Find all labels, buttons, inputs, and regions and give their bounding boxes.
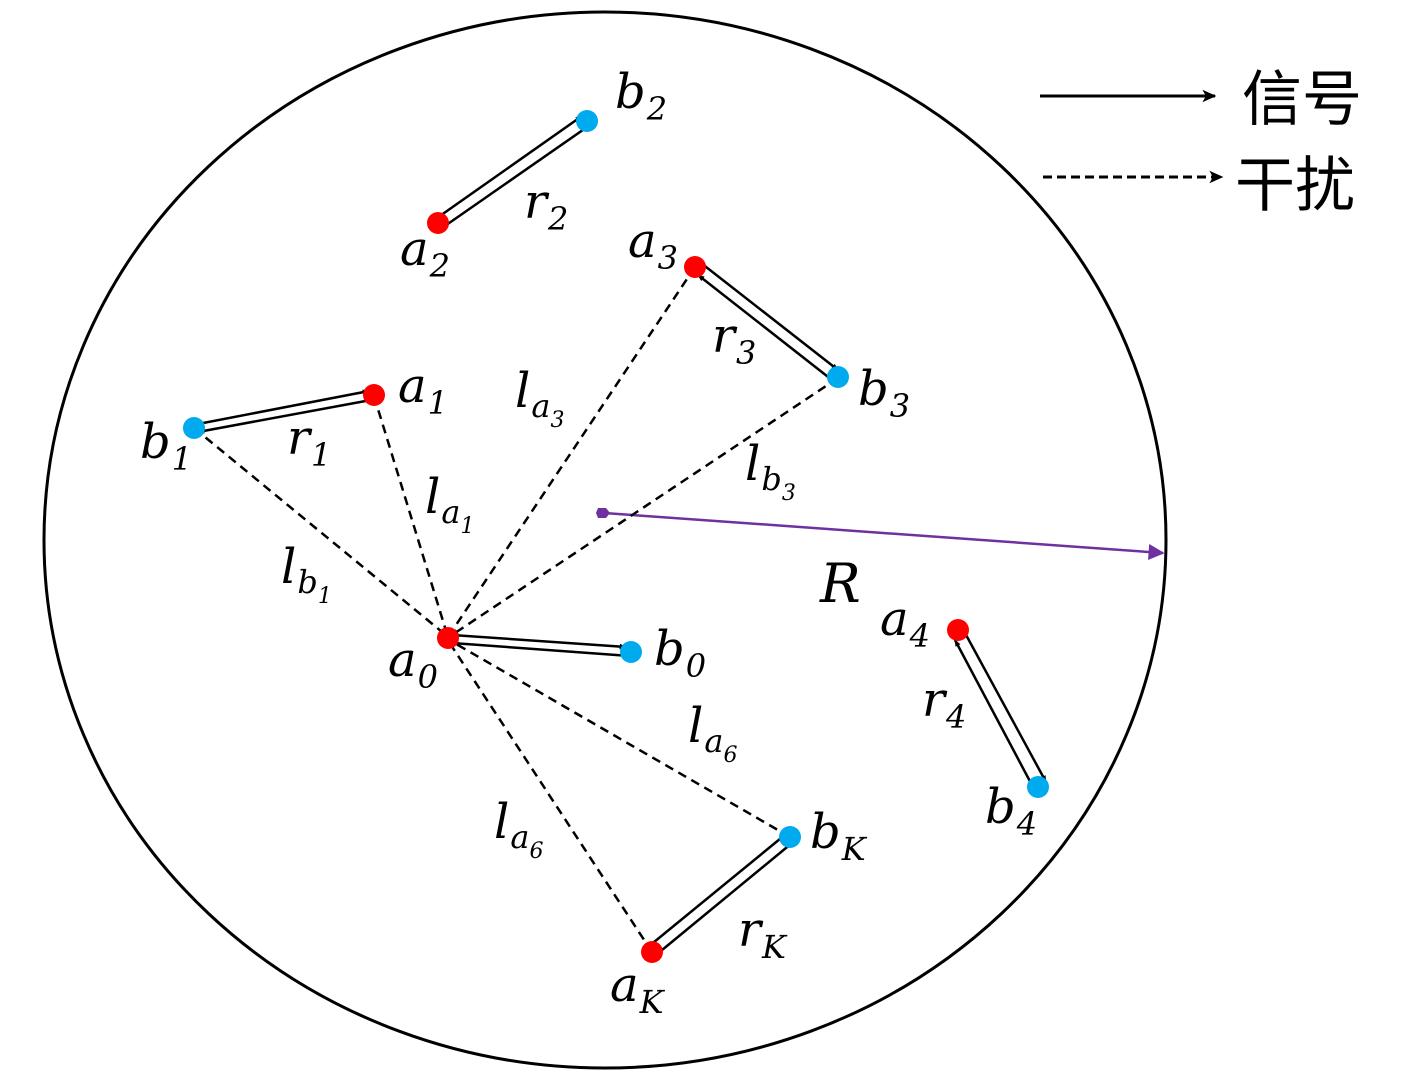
- node-a4: [947, 619, 969, 641]
- label-b4: b4: [985, 779, 1037, 843]
- interference-b1-a0: [193, 427, 448, 637]
- label-b3: b3: [858, 361, 910, 425]
- node-b4: [1027, 776, 1049, 798]
- label-r2: r2: [524, 174, 568, 238]
- label-bK: bK: [810, 804, 868, 868]
- label-a1: a1: [398, 358, 448, 422]
- label-a0: a0: [388, 632, 438, 696]
- signal-a0-b0-lower: [451, 640, 631, 658]
- radius-line: [603, 511, 1165, 560]
- node-a3: [684, 256, 706, 278]
- label-r3: r3: [712, 308, 756, 372]
- label-l-a1: la1: [425, 469, 474, 539]
- node-aK: [641, 941, 663, 963]
- interference-bK-a0: [450, 639, 791, 839]
- interference-links: [193, 266, 839, 953]
- label-l-a6-upper: la6: [688, 698, 737, 768]
- signal-a4-b4-upper: [963, 632, 1048, 783]
- distance-labels: r1 r2 r3 r4 rK la1 lb1 la3 lb3 la6 la6 R: [281, 174, 966, 966]
- signal-a2-b2-upper: [436, 114, 583, 220]
- signal-aK-bK-lower: [655, 842, 793, 956]
- label-l-b1: lb1: [281, 539, 332, 609]
- signal-a0-b0-upper: [451, 633, 627, 650]
- node-b1: [183, 417, 205, 439]
- center-point: [596, 508, 610, 518]
- node-b2: [576, 110, 598, 132]
- label-a3: a3: [628, 213, 678, 277]
- legend-signal-label: 信号: [1242, 65, 1362, 135]
- signal-b1-a1-lower: [197, 398, 372, 434]
- node-b0: [620, 641, 642, 663]
- legend: 信号 干扰: [1040, 65, 1362, 221]
- signal-a2-b2-lower: [441, 123, 591, 230]
- label-l-a3: la3: [515, 363, 564, 433]
- label-l-b3: lb3: [745, 436, 796, 506]
- node-labels: a0 b0 a1 b1 a2 b2 a3 b3 a4 b4 aK bK: [140, 64, 1037, 1021]
- signal-links: [197, 114, 1048, 956]
- radius-arrow: [596, 508, 1165, 560]
- label-b0: b0: [654, 621, 706, 685]
- signal-aK-bK-upper: [647, 833, 787, 948]
- label-aK: aK: [610, 957, 666, 1021]
- node-a2: [427, 212, 449, 234]
- node-b3: [827, 366, 849, 388]
- label-l-a6-lower: la6: [494, 794, 543, 864]
- nodes: [183, 110, 1049, 963]
- label-radius: R: [819, 552, 861, 615]
- label-rK: rK: [738, 902, 788, 966]
- signal-a3-b3-lower: [697, 274, 833, 381]
- label-a4: a4: [880, 591, 930, 655]
- interference-b3-a0: [451, 376, 839, 637]
- signal-a4-b4-lower: [953, 639, 1035, 788]
- node-a1: [363, 384, 385, 406]
- interference-a1-a0: [372, 395, 449, 635]
- node-a0: [437, 627, 459, 649]
- signal-b1-a1-upper: [197, 389, 370, 426]
- node-bK: [779, 826, 801, 848]
- label-b2: b2: [615, 64, 667, 128]
- signal-a3-b3-upper: [700, 262, 839, 371]
- label-b1: b1: [140, 414, 192, 478]
- interference-aK-a0: [447, 641, 654, 953]
- label-a2: a2: [400, 221, 450, 285]
- label-r4: r4: [922, 672, 966, 736]
- interference-a3-a0: [448, 266, 697, 635]
- coverage-circle: [42, 10, 1168, 1070]
- legend-interference-label: 干扰: [1235, 151, 1355, 221]
- label-r1: r1: [287, 410, 331, 474]
